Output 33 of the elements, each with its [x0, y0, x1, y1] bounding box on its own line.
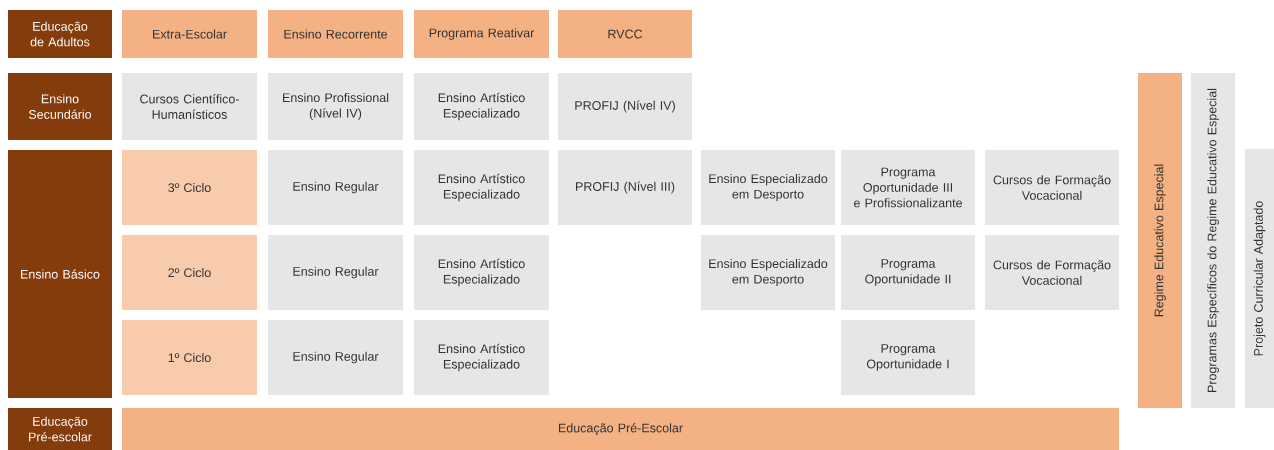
vertical-band: Projeto Curricular Adaptado: [1245, 149, 1274, 408]
pathway-box: Ensino Regular: [268, 235, 403, 310]
pathway-box: Ensino Especializado em Desporto: [701, 150, 835, 225]
pathway-box: Ensino Artístico Especializado: [414, 320, 549, 395]
pathway-box: Ensino Especializado em Desporto: [701, 235, 835, 310]
level-label: Educação Pré-escolar: [8, 408, 112, 450]
pathway-box: PROFIJ (Nível III): [558, 150, 692, 225]
pathway-box: Educação Pré-Escolar: [122, 408, 1119, 450]
pathway-box: Ensino Regular: [268, 320, 403, 395]
pathway-box: Ensino Artístico Especializado: [414, 150, 549, 225]
level-label: Educação de Adultos: [8, 10, 112, 58]
pathway-box: Cursos Científico-Humanísticos: [122, 73, 257, 140]
cycle-box: 3º Ciclo: [122, 150, 257, 225]
pathway-box: Extra-Escolar: [122, 10, 257, 58]
pathway-box: Cursos de Formação Vocacional: [985, 235, 1119, 310]
pathway-box: Programa Oportunidade II: [841, 235, 975, 310]
pathway-box: RVCC: [558, 10, 692, 58]
pathway-box: Ensino Profissional (Nível IV): [268, 73, 403, 140]
cycle-box: 2º Ciclo: [122, 235, 257, 310]
pathway-box: Programa Oportunidade III e Profissionalizante: [841, 150, 975, 225]
vertical-band: Programas Específicos do Regime Educativo Especial: [1191, 73, 1235, 408]
level-label: Ensino Secundário: [8, 73, 112, 140]
level-label: Ensino Básico: [8, 150, 112, 398]
pathway-box: Ensino Artístico Especializado: [414, 73, 549, 140]
pathway-box: Ensino Regular: [268, 150, 403, 225]
pathway-box: PROFIJ (Nível IV): [558, 73, 692, 140]
pathway-box: Ensino Artístico Especializado: [414, 235, 549, 310]
vertical-band: Regime Educativo Especial: [1138, 73, 1182, 408]
pathway-box: Ensino Recorrente: [268, 10, 403, 58]
pathway-box: Cursos de Formação Vocacional: [985, 150, 1119, 225]
cycle-box: 1º Ciclo: [122, 320, 257, 395]
pathway-box: Programa Reativar: [414, 10, 549, 58]
pathway-box: Programa Oportunidade I: [841, 320, 975, 395]
